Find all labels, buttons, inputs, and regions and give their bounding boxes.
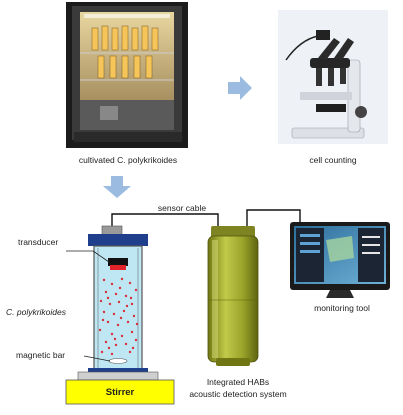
- stirrer-plate: [77, 371, 159, 381]
- magnetic-bar-icon: [108, 358, 128, 364]
- cultivated-species: C. polykrikoides: [117, 155, 178, 165]
- species-tank-label: C. polykrikoides: [6, 307, 66, 317]
- transducer-pointer-2: [92, 250, 110, 263]
- magnetic-bar-label: magnetic bar: [16, 350, 66, 360]
- cell-dots: [98, 277, 139, 356]
- monitor-screen: [290, 222, 390, 298]
- microscope-photo: [278, 10, 388, 144]
- cultivated-prefix: cultivated: [78, 155, 118, 165]
- monitoring-tool-label: monitoring tool: [314, 303, 370, 313]
- magnetic-pointer: [83, 355, 111, 362]
- transducer-icon: [108, 258, 128, 270]
- stirrer-label: Stirrer: [105, 387, 135, 398]
- incubator-photo: [66, 2, 188, 148]
- sensor-cable-line-2: [246, 209, 301, 226]
- sensor-cable-label: sensor cable: [157, 203, 207, 213]
- system-label-line1: Integrated HABs: [206, 377, 270, 387]
- culture-tank: [88, 225, 148, 374]
- down-arrow-icon: [103, 176, 131, 198]
- transducer-label: transducer: [18, 237, 59, 247]
- system-label-line2: acoustic detection system: [189, 389, 287, 399]
- cell-counting-label: cell counting: [309, 155, 357, 165]
- acoustic-sensor-device: [207, 226, 259, 366]
- sensor-cable-line: [111, 213, 219, 228]
- right-arrow-icon: [228, 76, 252, 100]
- cultivated-label: cultivated C. polykrikoides: [58, 155, 198, 165]
- stirrer-box: [65, 379, 175, 405]
